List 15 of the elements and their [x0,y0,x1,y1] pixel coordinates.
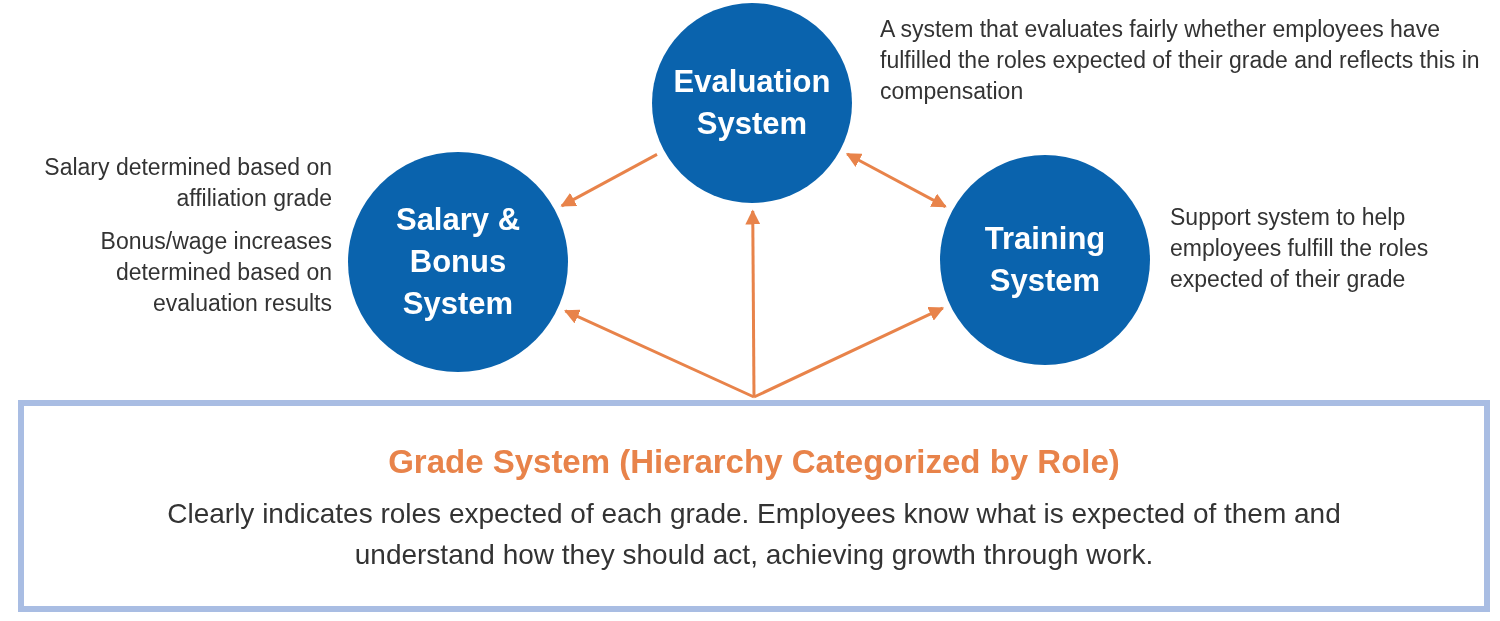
grade-system-panel [18,400,1490,612]
arrow [845,152,947,208]
panel-heading: Grade System (Hierarchy Categorized by Role) [388,441,1120,482]
description-text: Bonus/wage increases determined based on evaluation results [99,227,332,319]
arrow [560,153,658,208]
arrow [753,306,945,399]
circle-label: Evaluation System [672,63,832,143]
circle-label: Salary & Bonus System [394,201,522,323]
circle-label: Training System [983,220,1107,300]
arrow [564,309,755,399]
arrow [745,209,761,397]
description-text: Salary determined based on affiliation grade [43,153,332,214]
panel-description: Clearly indicates roles expected of each grade. Employees know what is expected of them and understand how they should act, achieving growth through work. [166,497,1342,572]
description-text: A system that evaluates fairly whether employees have fulfilled the roles expected of their grade and reflects this in compensation [880,15,1481,107]
description-text: Support system to help employees fulfill the roles expected of their grade [1170,203,1430,295]
